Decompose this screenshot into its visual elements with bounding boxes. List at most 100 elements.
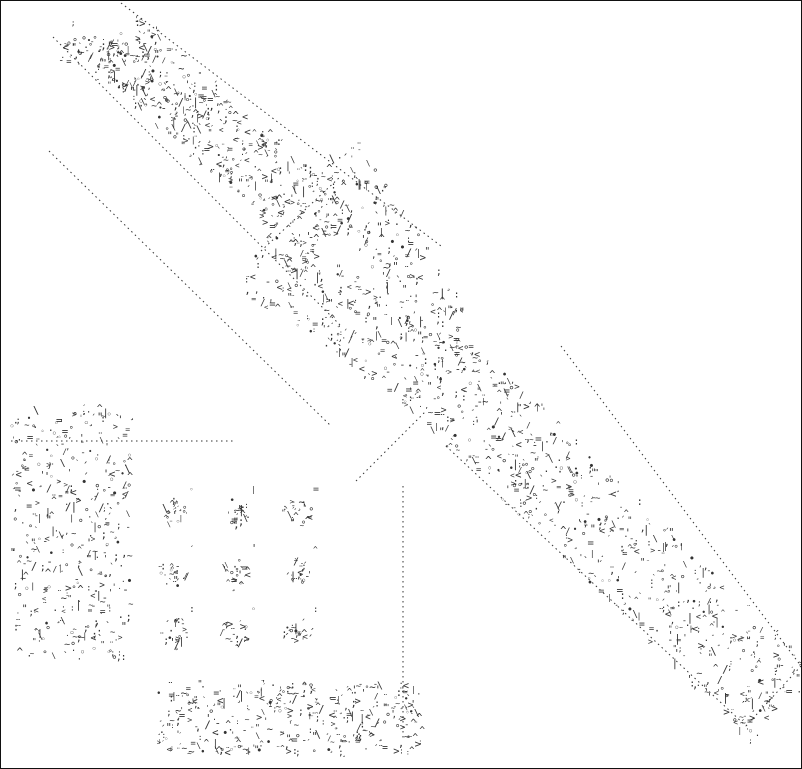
left-column-glyph: ◦ [79, 413, 83, 421]
left-column-glyph: " [46, 514, 53, 527]
diagonal-a-band-glyph: : [108, 54, 113, 64]
left-column-glyph: ◦ [37, 534, 42, 544]
bottom-row-glyph: ¨ [279, 731, 285, 742]
left-column-glyph: = [87, 552, 92, 561]
grid-block-glyph: ¨ [230, 626, 236, 639]
grid-block-glyph: ¸ [296, 501, 302, 512]
diagonal-a-band-glyph: ¸ [108, 67, 114, 79]
diagonal-a-band-glyph: ' [154, 26, 160, 37]
bottom-row-glyph: / [236, 689, 242, 700]
diagonal-b-band-glyph: - [773, 663, 778, 673]
diagonal-b-band-glyph: ; [597, 522, 602, 532]
grid-block-glyph: | [238, 504, 244, 516]
diagonal-a-band-glyph: ~ [223, 156, 229, 166]
diagonal-b-band-glyph: ~ [543, 486, 549, 496]
diagonal-b-band-glyph: ~ [696, 668, 702, 679]
bottom-row-glyph: ◦ [277, 705, 283, 717]
diagonal-a-head-glyph: ¸ [175, 85, 180, 95]
diagonal-b-band-glyph: ' [596, 481, 601, 491]
diagonal-a-band-glyph: = [223, 98, 228, 107]
diagonal-a-tail-glyph: ; [298, 238, 304, 249]
bottom-row-glyph: ¨ [332, 709, 338, 721]
diagonal-a-band-glyph: ~ [322, 230, 328, 241]
diagonal-b-band-glyph: ´ [451, 433, 456, 443]
diagonal-b-band-glyph: ° [706, 586, 712, 597]
left-column-glyph: < [16, 469, 22, 481]
bottom-row-glyph: > [287, 704, 294, 717]
left-column-glyph: > [43, 586, 48, 595]
diagonal-b-band-glyph: ¨ [660, 553, 665, 563]
diagonal-a-band-glyph: = [269, 221, 275, 233]
diagonal-a-band-glyph: ¸ [187, 146, 193, 158]
left-column-glyph: > [113, 421, 118, 431]
grid-block-glyph: ' [301, 503, 307, 514]
left-column-glyph: " [32, 637, 37, 646]
diagonal-b-band-glyph: · [553, 521, 558, 530]
left-column-glyph: ◦ [51, 428, 57, 440]
grid-block-glyph: ◦ [251, 605, 256, 615]
left-column-glyph: · [22, 456, 28, 467]
bottom-row-glyph: ◦ [164, 734, 169, 743]
left-column-glyph: > [46, 460, 51, 469]
diagonal-a-head-glyph: \ [150, 73, 155, 82]
left-column-glyph: ' [60, 535, 65, 545]
diagonal-b-band-glyph: ^ [664, 589, 669, 598]
diagonal-a-band-glyph: ◦ [236, 126, 241, 135]
left-column-glyph: ~ [20, 574, 26, 585]
bottom-row-glyph: , [288, 695, 293, 704]
diagonal-b-band-glyph: ' [707, 583, 713, 594]
diagonal-a-head-glyph: ` [77, 53, 82, 64]
left-column-glyph: ´ [83, 472, 89, 484]
diagonal-a-tail-glyph: | [389, 315, 394, 325]
diagonal-a-band-glyph: ° [174, 102, 179, 111]
diagonal-a-head-glyph: · [133, 54, 139, 65]
grid-block-glyph: ^ [164, 513, 169, 523]
diagonal-a-tail-glyph: ~ [280, 255, 285, 265]
diagonal-b-band-glyph: " [668, 623, 673, 633]
diagonal-a-band-glyph: < [244, 125, 251, 138]
diagonal-b-band-glyph: > [749, 712, 755, 724]
diagonal-a-band-glyph: ~ [227, 97, 232, 106]
diagonal-a-band-glyph: ∘ [273, 152, 278, 161]
bottom-row-glyph: ` [235, 736, 240, 746]
diagonal-a-band-glyph: / [178, 97, 184, 109]
diagonal-a-band-glyph: " [198, 70, 202, 79]
left-column-glyph: | [93, 551, 98, 561]
diagonal-a-band-glyph: : [105, 46, 110, 55]
diagonal-b-head-glyph: ~ [405, 227, 411, 237]
diagonal-a-head-glyph: ∘ [111, 75, 117, 86]
diagonal-a-band-glyph: , [190, 108, 196, 119]
left-column-glyph: : [70, 603, 75, 613]
left-column-glyph: \ [38, 632, 43, 642]
diagonal-b-band-glyph: ; [527, 510, 531, 519]
bottom-row-glyph: - [267, 700, 273, 713]
diagonal-b-head-glyph: : [436, 310, 442, 321]
diagonal-b-band-glyph: > [508, 424, 512, 433]
diagonal-b-band-glyph: ; [661, 605, 666, 615]
grid-block-glyph: ^ [305, 514, 312, 527]
diagonal-b-band-glyph: ` [665, 603, 671, 615]
diagonal-a-head-glyph: ¸ [144, 84, 150, 96]
diagonal-b-band-glyph: ◦ [536, 454, 540, 462]
diagonal-a-band-glyph: / [181, 123, 187, 134]
diagonal-b-head-glyph: : [440, 318, 446, 330]
left-column-glyph: ¸ [57, 558, 62, 568]
diagonal-b-band-glyph: \ [683, 560, 688, 569]
grid-block-glyph: ' [174, 500, 180, 511]
grid-block-glyph: | [178, 637, 184, 648]
bottom-row-glyph: · [228, 725, 234, 736]
grid-block-glyph: ° [290, 577, 296, 588]
diagonal-b-band-glyph: ^ [489, 370, 495, 381]
diagonal-b-head-glyph: ^ [326, 163, 332, 175]
diagonal-a-band-glyph: ° [241, 147, 247, 158]
diagonal-b-band-glyph: , [698, 560, 702, 569]
diagonal-b-band-glyph: ` [529, 433, 535, 444]
bottom-row-glyph: - [246, 705, 251, 714]
diagonal-a-head-glyph: , [97, 43, 103, 54]
diagonal-b-head-glyph: ' [413, 294, 419, 305]
diagonal-a-head-glyph: ¸ [194, 105, 199, 115]
bottom-row-glyph: ¸ [219, 741, 225, 752]
diagonal-a-head-glyph: ^ [185, 120, 190, 130]
diagonal-b-head-glyph: , [367, 226, 372, 236]
diagonal-b-band-glyph: ` [652, 574, 657, 583]
